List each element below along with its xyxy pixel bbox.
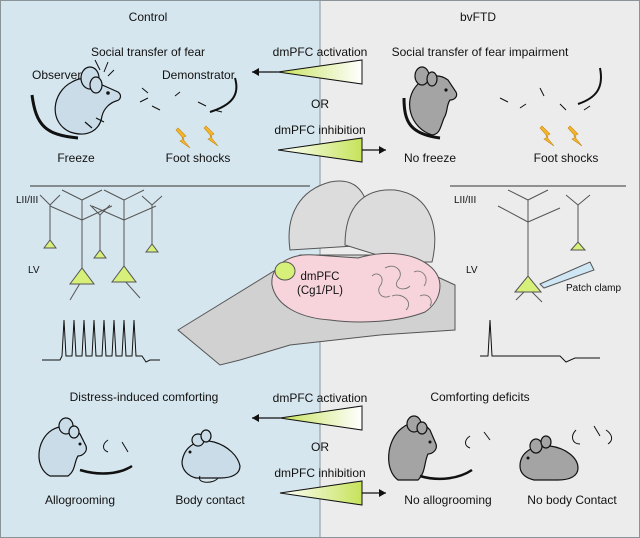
neuron-icon (569, 241, 587, 251)
activation-wedge (277, 59, 363, 85)
panel-title-control: Control (128, 10, 168, 24)
comfort-inhibition-label: dmPFC inhibition (274, 466, 366, 480)
body-contact-label: Body contact (175, 493, 245, 507)
contact-mouse (181, 429, 241, 479)
fear-right-title: Social transfer of fear impairment (391, 45, 569, 59)
shock-icon (175, 125, 219, 149)
layer-label-lv: LV (466, 265, 478, 276)
foot-shocks-label: Foot shocks (533, 151, 599, 165)
comfort-right-title: Comforting deficits (430, 390, 530, 404)
contact-mouse-bvftd (519, 435, 579, 481)
layer-label-lii-iii: LII/III (454, 195, 477, 206)
dmpfc-label-line2: (Cg1/PL) (296, 285, 344, 297)
fear-inhibition-label: dmPFC inhibition (274, 123, 366, 137)
no-allogrooming-label: No allogrooming (404, 493, 492, 507)
comfort-activation-label: dmPFC activation (272, 391, 368, 405)
observer-label: Observer (32, 68, 82, 82)
freeze-label: Freeze (57, 151, 95, 165)
layer-label-lii-iii: LII/III (16, 195, 39, 206)
comfort-or-label: OR (311, 440, 329, 454)
comfort-left-title: Distress-induced comforting (69, 390, 219, 404)
layer-label-lv: LV (28, 265, 40, 276)
fear-activation-label: dmPFC activation (272, 45, 368, 59)
patch-clamp-pipette (539, 261, 595, 289)
allogrooming-mouse-bvftd (388, 415, 437, 481)
neuron-icon (93, 249, 107, 259)
shock-icon (539, 125, 583, 147)
neuron-icon (69, 267, 95, 285)
observer-mouse (54, 66, 122, 135)
foot-shocks-label: Foot shocks (165, 151, 231, 165)
mouse-brain-illustration (177, 180, 456, 366)
dmpfc-label-line1: dmPFC (300, 271, 340, 283)
dmpfc-region (274, 261, 296, 281)
no-freeze-label: No freeze (403, 151, 457, 165)
brain-body (271, 252, 441, 323)
demonstrator-label: Demonstrator (162, 68, 235, 82)
neuron-network (39, 189, 163, 301)
activation-wedge (279, 405, 363, 431)
neuron-icon (111, 265, 137, 283)
fear-or-label: OR (311, 97, 329, 111)
spike-trace (42, 319, 160, 363)
allogrooming-label: Allogrooming (44, 493, 116, 507)
panel-title-bvftd: bvFTD (460, 10, 496, 24)
neuron-icon (513, 275, 543, 293)
neuron-icon (145, 243, 159, 253)
spike-trace (480, 319, 600, 363)
patch-clamp-label: Patch clamp (566, 283, 622, 294)
allogrooming-mouse (38, 417, 87, 477)
fear-left-title: Social transfer of fear (90, 45, 206, 59)
no-body-contact-label: No body Contact (527, 493, 617, 507)
neuron-icon (43, 239, 57, 249)
